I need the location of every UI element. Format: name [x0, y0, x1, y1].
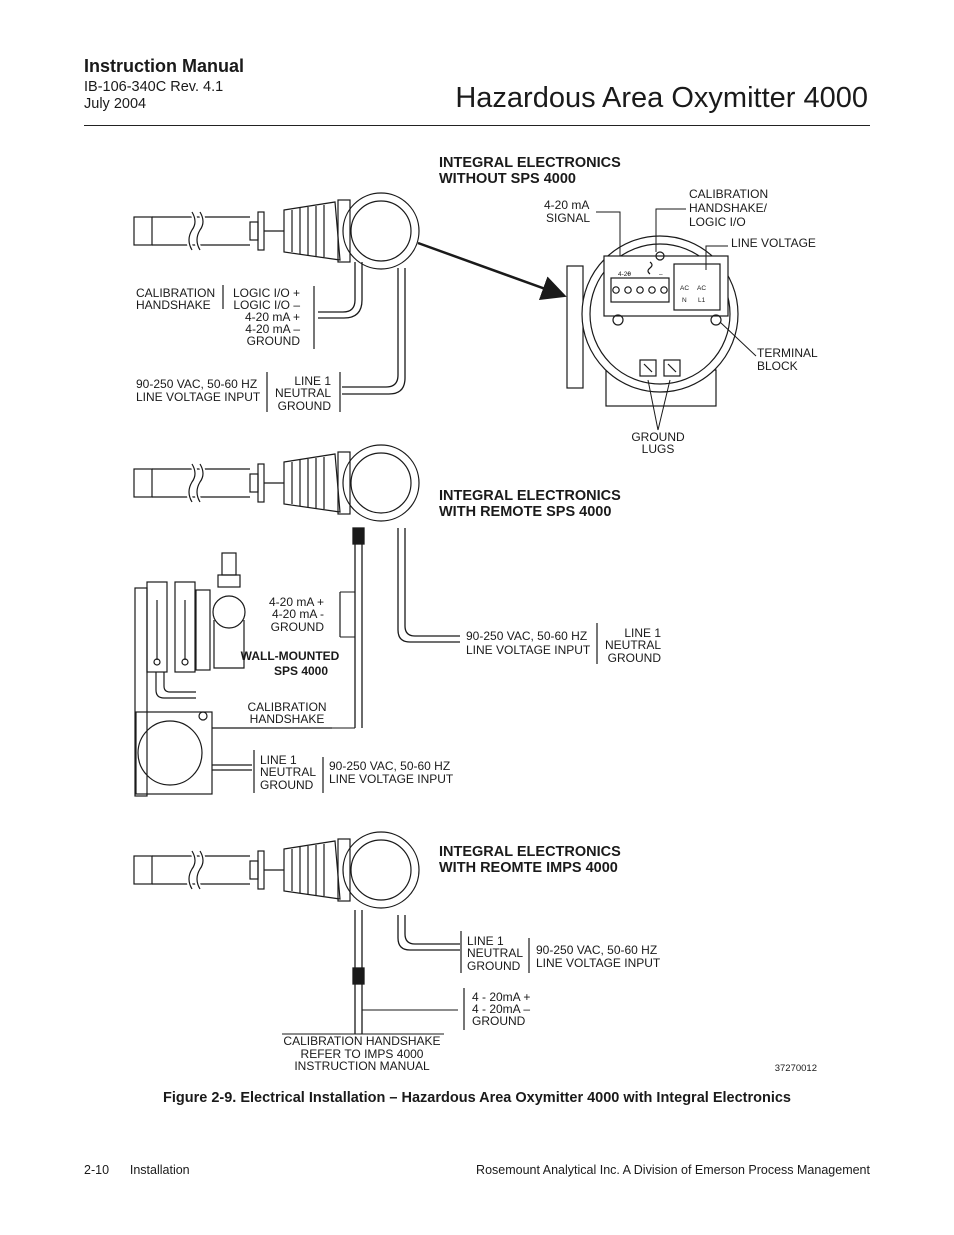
- s1-cal-label-2: HANDSHAKE: [136, 298, 211, 312]
- s2-heading-2: WITH REMOTE SPS 4000: [439, 504, 611, 520]
- s2-power-neutral: NEUTRAL: [605, 638, 661, 652]
- sps-power-ground: GROUND: [260, 778, 314, 792]
- figure-caption: Figure 2-9. Electrical Installation – Ha…: [162, 1090, 791, 1106]
- tb-label-plus: +: [627, 271, 631, 278]
- callout-arrow: [417, 241, 567, 300]
- s1-signal-420-plus: 4-20 mA +: [245, 310, 300, 324]
- callout-cal-1: CALIBRATION: [689, 187, 768, 201]
- s1-power-ground: GROUND: [278, 399, 332, 413]
- doc-date: July 2004: [84, 96, 147, 112]
- unit3-cables: [352, 910, 460, 1034]
- s3-signal-420-plus: 4 - 20mA +: [472, 990, 530, 1004]
- page-number: 2-10: [84, 1163, 110, 1177]
- unit2-cables: [332, 527, 460, 729]
- s1-heading-1: INTEGRAL ELECTRONICS: [439, 155, 621, 171]
- s2-power-label-2: LINE VOLTAGE INPUT: [466, 643, 591, 657]
- doc-number: IB-106-340C Rev. 4.1: [84, 79, 224, 95]
- tb-label-n: N: [682, 297, 687, 304]
- sps-power-label-2: LINE VOLTAGE INPUT: [329, 772, 454, 786]
- s3-power-neutral: NEUTRAL: [467, 946, 523, 960]
- s1-signal-logic-plus: LOGIC I/O +: [233, 286, 300, 300]
- footer-company: Rosemount Analytical Inc. A Division of …: [476, 1163, 870, 1177]
- s1-power-label-2: LINE VOLTAGE INPUT: [136, 390, 261, 404]
- oxymitter-unit-3: [133, 831, 420, 909]
- s2-power-line1: LINE 1: [624, 626, 661, 640]
- s3-signal-ground: GROUND: [472, 1014, 526, 1028]
- s2-cal-label-1: CALIBRATION: [247, 700, 326, 714]
- s1-signal-logic-minus: LOGIC I/O –: [233, 298, 300, 312]
- imps-note-1: CALIBRATION HANDSHAKE: [283, 1034, 440, 1048]
- s1-signal-420-minus: 4-20 mA –: [245, 322, 300, 336]
- product-title: Hazardous Area Oxymitter 4000: [455, 82, 868, 114]
- s3-power-label-1: 90-250 VAC, 50-60 HZ: [536, 943, 657, 957]
- oxymitter-unit-2: [133, 444, 420, 522]
- terminal-housing: [566, 235, 739, 407]
- section-name: Installation: [129, 1163, 190, 1177]
- manual-label: Instruction Manual: [84, 56, 245, 76]
- callout-cal-2: HANDSHAKE/: [689, 201, 768, 215]
- s2-power-label-1: 90-250 VAC, 50-60 HZ: [466, 629, 587, 643]
- imps-note-2: REFER TO IMPS 4000: [301, 1047, 424, 1061]
- s2-signal-420-plus: 4-20 mA +: [269, 595, 324, 609]
- s3-signal-420-minus: 4 - 20mA –: [472, 1002, 530, 1016]
- sps-label-1: WALL-MOUNTED: [241, 649, 340, 663]
- tb-label-l1: L1: [698, 297, 706, 304]
- figure-id: 37270012: [775, 1063, 817, 1074]
- header-rule: [84, 125, 870, 126]
- sps-power-line1: LINE 1: [260, 753, 297, 767]
- s2-signal-420-minus: 4-20 mA -: [272, 607, 324, 621]
- callout-cal-3: LOGIC I/O: [689, 215, 746, 229]
- tb-label-ac: AC: [680, 285, 689, 292]
- callout-signal-2: SIGNAL: [546, 211, 590, 225]
- s1-heading-2: WITHOUT SPS 4000: [439, 171, 576, 187]
- s2-signal-ground: GROUND: [271, 620, 325, 634]
- s3-heading-1: INTEGRAL ELECTRONICS: [439, 844, 621, 860]
- unit1-cables: [318, 262, 406, 395]
- callout-signal-1: 4-20 mA: [544, 198, 589, 212]
- s3-heading-2: WITH REOMTE IMPS 4000: [439, 860, 618, 876]
- tb-label-minus: –: [659, 271, 663, 278]
- terminal-leaders: [596, 208, 757, 431]
- s1-power-line1: LINE 1: [294, 374, 331, 388]
- tb-label-420: 4-20: [618, 271, 631, 278]
- wall-mounted-sps: [134, 552, 332, 797]
- sps-label-2: SPS 4000: [274, 664, 328, 678]
- callout-ground-1: GROUND: [631, 430, 685, 444]
- s2-power-ground: GROUND: [608, 651, 662, 665]
- sps-power-neutral: NEUTRAL: [260, 765, 316, 779]
- s1-power-neutral: NEUTRAL: [275, 386, 331, 400]
- callout-terminal-1: TERMINAL: [757, 346, 818, 360]
- s3-power-line1: LINE 1: [467, 934, 504, 948]
- callout-ground-2: LUGS: [642, 442, 675, 456]
- s1-cal-label-1: CALIBRATION: [136, 286, 215, 300]
- callout-terminal-2: BLOCK: [757, 359, 798, 373]
- callout-line-voltage: LINE VOLTAGE: [731, 236, 816, 250]
- tb-label-ac2: AC: [697, 285, 706, 292]
- s3-power-ground: GROUND: [467, 959, 521, 973]
- imps-note-3: INSTRUCTION MANUAL: [294, 1059, 430, 1073]
- s1-signal-ground: GROUND: [247, 334, 301, 348]
- s1-power-label-1: 90-250 VAC, 50-60 HZ: [136, 377, 257, 391]
- sps-power-label-1: 90-250 VAC, 50-60 HZ: [329, 759, 450, 773]
- s2-cal-label-2: HANDSHAKE: [250, 712, 325, 726]
- footer-left: 2-10 Installation: [84, 1163, 190, 1177]
- oxymitter-unit-1: [133, 192, 420, 270]
- s2-heading-1: INTEGRAL ELECTRONICS: [439, 488, 621, 504]
- s3-power-label-2: LINE VOLTAGE INPUT: [536, 956, 661, 970]
